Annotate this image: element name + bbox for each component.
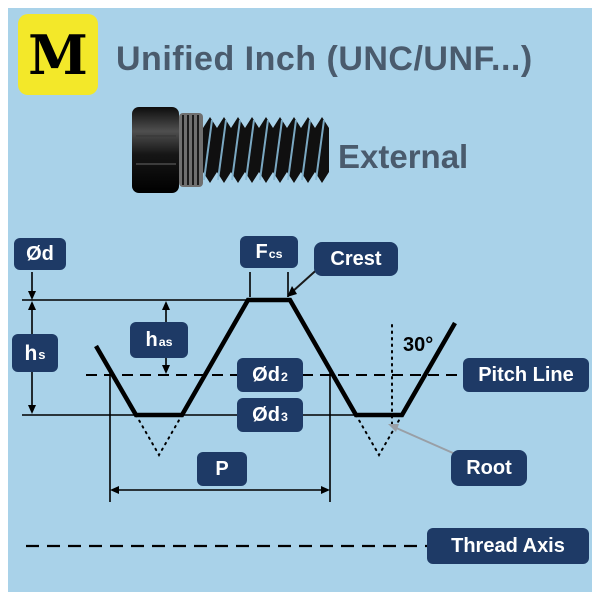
root-leader-line — [393, 426, 463, 458]
pitch-line-text: Pitch Line — [478, 364, 574, 386]
label-thread-axis: Thread Axis — [427, 528, 589, 564]
root-truncation-left — [135, 414, 183, 458]
root-truncation-right — [355, 414, 403, 458]
od3-base-text: Ød — [252, 404, 280, 426]
has-sub-text: as — [158, 334, 173, 349]
pitch-arrowhead-left — [110, 486, 119, 494]
hs-arrowhead-top — [28, 301, 36, 310]
fcs-base-text: F — [255, 241, 268, 263]
fcs-sub-text: cs — [268, 246, 283, 261]
thread-axis-text: Thread Axis — [451, 535, 565, 557]
external-label: External — [338, 138, 469, 175]
hs-arrowhead-bottom — [28, 405, 36, 414]
crest-text: Crest — [330, 248, 382, 270]
pitch-text: P — [215, 458, 229, 480]
thread-profile-path — [94, 297, 457, 418]
pitch-arrowhead-right — [321, 486, 330, 494]
od-text: Ød — [26, 243, 54, 265]
dim-label-major-diameter: Ød — [14, 238, 66, 270]
flank-angle-label: 30° — [403, 334, 434, 356]
od2-sub-text: 2 — [280, 369, 288, 384]
brand-logo-letter: M — [28, 22, 88, 87]
dim-label-pitch: P — [197, 452, 247, 486]
od3-sub-text: 3 — [280, 409, 288, 424]
root-text: Root — [466, 457, 512, 479]
label-pitch-line: Pitch Line — [463, 358, 589, 392]
page-title: Unified Inch (UNC/UNF...) — [116, 40, 533, 78]
has-arrowhead-top — [162, 301, 170, 310]
od2-base-text: Ød — [252, 364, 280, 386]
bolt-collar — [179, 113, 203, 187]
has-base-text: h — [145, 329, 158, 351]
hs-sub-text: s — [38, 347, 46, 363]
od-arrowhead — [28, 291, 36, 300]
bolt-head — [132, 107, 179, 193]
has-arrowhead-bottom — [162, 365, 170, 374]
brand-logo: M — [18, 14, 98, 95]
thread-helix-lines — [203, 119, 325, 181]
root-leader-arrowhead — [388, 424, 399, 432]
crest-leader-arrowhead — [287, 286, 297, 297]
bolt-threaded-shank — [203, 117, 329, 183]
hs-base-text: h — [24, 341, 38, 365]
label-crest: Crest — [314, 242, 398, 276]
label-root: Root — [451, 450, 527, 486]
